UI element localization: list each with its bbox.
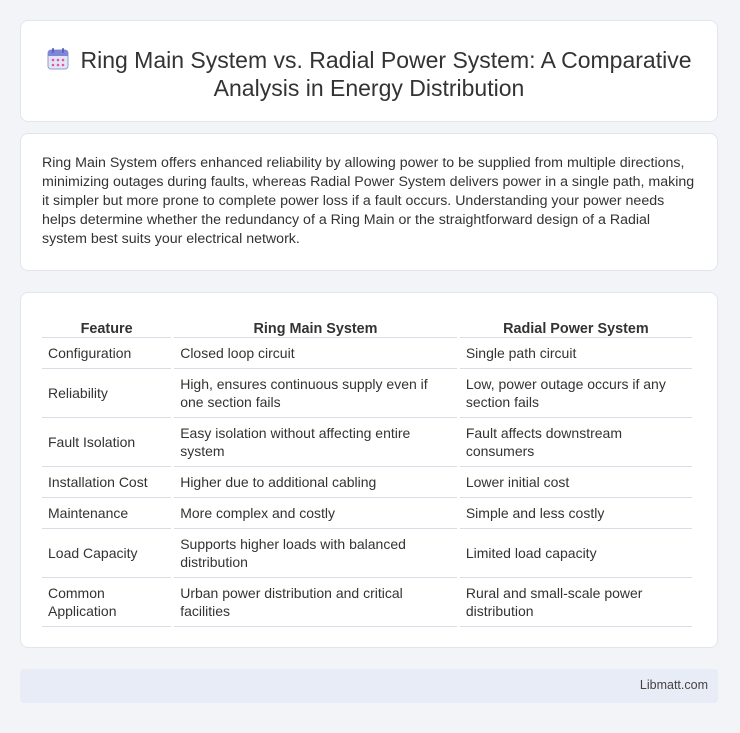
table-row: Maintenance More complex and costly Simp… [42,498,692,529]
table-row: Load Capacity Supports higher loads with… [42,529,692,578]
feature-cell: Configuration [42,338,172,369]
column-header-feature: Feature [42,315,172,338]
feature-cell: Common Application [42,578,172,627]
radial-cell: Simple and less costly [459,498,692,529]
ring-main-cell: High, ensures continuous supply even if … [174,369,457,418]
table-row: Fault Isolation Easy isolation without a… [42,418,692,467]
feature-cell: Installation Cost [42,467,172,498]
table-header-row: Feature Ring Main System Radial Power Sy… [42,315,692,338]
radial-cell: Low, power outage occurs if any section … [459,369,692,418]
table-row: Common Application Urban power distribut… [42,578,692,627]
column-header-radial: Radial Power System [459,315,692,338]
radial-cell: Lower initial cost [459,467,692,498]
radial-cell: Limited load capacity [459,529,692,578]
ring-main-cell: More complex and costly [174,498,457,529]
intro-text: Ring Main System offers enhanced reliabi… [42,155,695,247]
footer-bar: Libmatt.com [20,669,718,703]
page-title: Ring Main System vs. Radial Power System… [21,46,717,102]
radial-cell: Fault affects downstream consumers [459,418,692,467]
ring-main-cell: Supports higher loads with balanced dist… [174,529,457,578]
title-card: Ring Main System vs. Radial Power System… [20,20,718,122]
radial-cell: Rural and small-scale power distribution [459,578,692,627]
table-row: Configuration Closed loop circuit Single… [42,338,692,369]
ring-main-cell: Urban power distribution and critical fa… [174,578,457,627]
comparison-table: Feature Ring Main System Radial Power Sy… [39,315,695,627]
feature-cell: Load Capacity [42,529,172,578]
calendar-icon [47,48,69,70]
feature-cell: Reliability [42,369,172,418]
table-row: Reliability High, ensures continuous sup… [42,369,692,418]
feature-cell: Maintenance [42,498,172,529]
ring-main-cell: Easy isolation without affecting entire … [174,418,457,467]
feature-cell: Fault Isolation [42,418,172,467]
ring-main-cell: Higher due to additional cabling [174,467,457,498]
table-row: Installation Cost Higher due to addition… [42,467,692,498]
column-header-ring-main: Ring Main System [174,315,457,338]
footer-brand: Libmatt.com [639,678,708,692]
radial-cell: Single path circuit [459,338,692,369]
ring-main-cell: Closed loop circuit [174,338,457,369]
page-title-text: Ring Main System vs. Radial Power System… [80,47,692,101]
intro-card: Ring Main System offers enhanced reliabi… [20,133,718,271]
comparison-card: Feature Ring Main System Radial Power Sy… [20,292,718,648]
